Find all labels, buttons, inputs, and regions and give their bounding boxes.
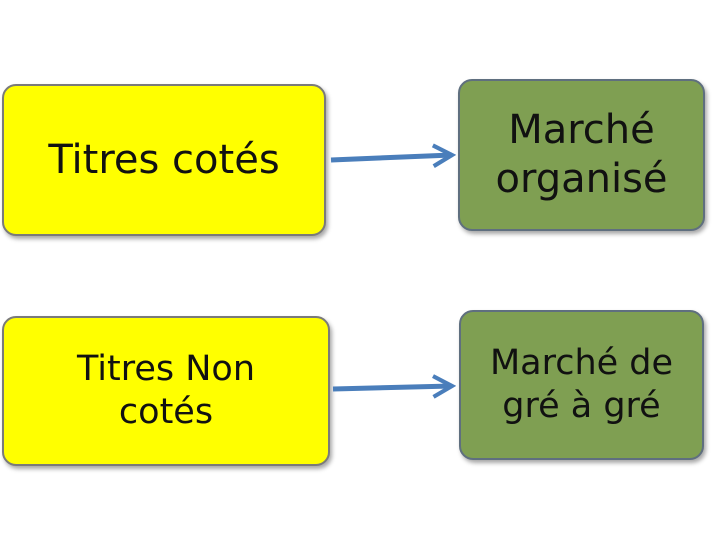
box-label: Marché de gré à gré [489,343,674,426]
box-titres-cotes: Titres cotés [2,84,326,236]
box-label: Titres cotés [48,136,280,183]
box-marche-gre-a-gre: Marché de gré à gré [459,310,704,460]
box-label: Marché organisé [495,107,668,202]
box-marche-organise: Marché organisé [458,79,705,231]
arrow-top [330,155,452,160]
arrow-bottom [332,386,452,389]
box-titres-non-cotes: Titres Non cotés [2,316,330,466]
box-label: Titres Non cotés [76,349,256,432]
